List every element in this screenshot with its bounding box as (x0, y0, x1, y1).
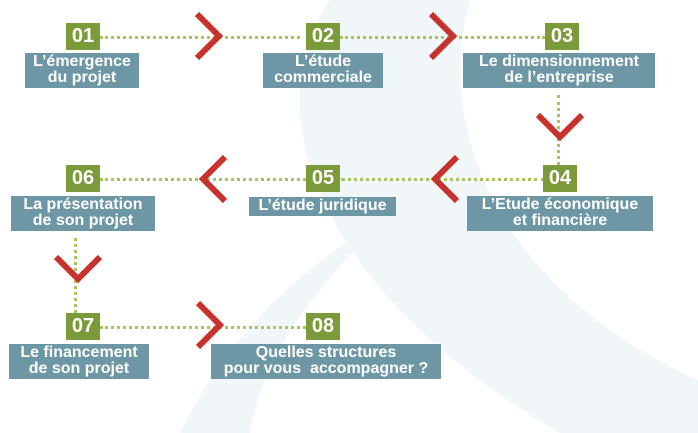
step-label-line: Le dimensionnement (478, 53, 640, 70)
step-label-line: L’étude (294, 53, 351, 70)
step-label-line: L’étude juridique (258, 197, 387, 214)
step-label-line: de son projet (32, 212, 134, 229)
step-label-line: et financière (512, 212, 608, 229)
step-label-line: commerciale (274, 69, 372, 86)
step-label-line: de l’entreprise (504, 69, 614, 86)
step-number: 02 (306, 23, 340, 50)
step-label: La présentation de son projet (11, 196, 155, 231)
chevron-down-icon (535, 112, 585, 141)
chevron-left-icon (431, 154, 460, 204)
connector-03-04 (557, 95, 560, 165)
step-number: 07 (66, 313, 100, 340)
step-label-line: Le financement (20, 344, 138, 361)
connector-02-03 (340, 36, 545, 39)
chevron-right-icon (428, 11, 457, 61)
step-label-line: L’Etude économique (481, 196, 639, 213)
chevron-right-icon (195, 300, 224, 350)
step-label: L’étude juridique (249, 197, 396, 216)
step-number: 04 (543, 165, 577, 192)
chevron-down-icon (53, 254, 103, 283)
connector-05-04 (341, 178, 545, 181)
connector-07-08 (100, 326, 306, 329)
step-label: Le dimensionnement de l’entreprise (463, 53, 655, 88)
chevron-left-icon (199, 154, 228, 204)
step-label: L’Etude économique et financière (467, 196, 653, 231)
step-number: 06 (66, 165, 100, 192)
step-label: L’étude commerciale (263, 53, 383, 88)
step-number: 05 (306, 165, 340, 192)
step-label-line: La présentation (23, 196, 143, 213)
step-label: Quelles structures pour vous accompagner… (211, 344, 441, 379)
step-label-line: Quelles structures (255, 344, 397, 361)
step-number: 01 (66, 23, 100, 50)
connector-01-02 (100, 36, 300, 39)
step-label: L’émergence du projet (25, 53, 139, 88)
step-label-line: L’émergence (33, 53, 131, 70)
chevron-right-icon (194, 11, 223, 61)
step-label: Le financement de son projet (9, 344, 149, 379)
step-label-line: de son projet (28, 360, 130, 377)
step-number: 08 (306, 313, 340, 340)
step-number: 03 (545, 23, 579, 50)
step-label-line: pour vous accompagner ? (223, 360, 429, 377)
step-label-line: du projet (47, 69, 117, 86)
